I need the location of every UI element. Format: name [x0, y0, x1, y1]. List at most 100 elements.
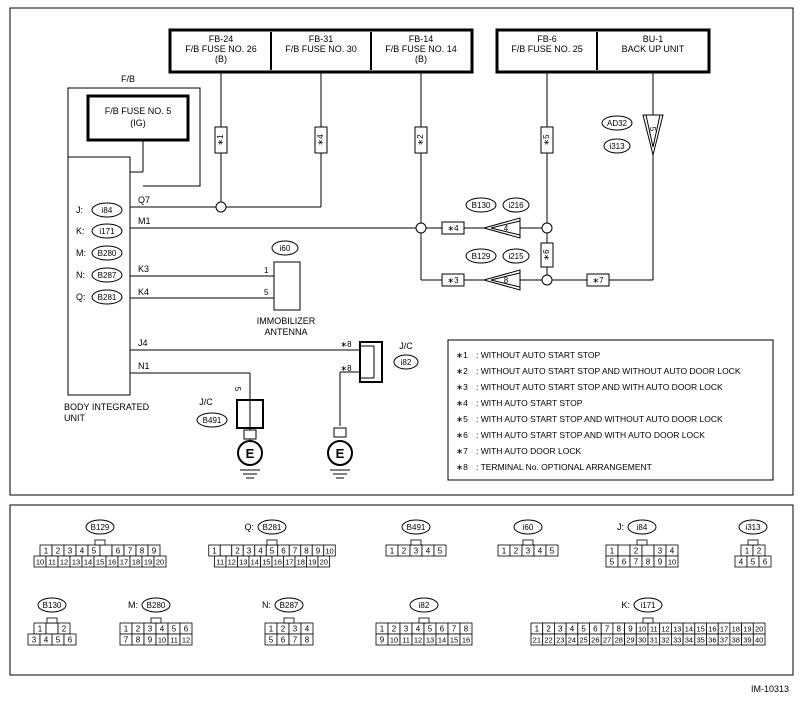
- pinout-letter: K:: [621, 600, 630, 610]
- pinout-callout: [37, 597, 67, 613]
- pin-number: 7: [452, 625, 457, 634]
- pin-number: 29: [626, 636, 634, 645]
- pin-number: 7: [128, 547, 133, 556]
- svg-text:K:: K:: [76, 226, 85, 236]
- pin-number: 3: [658, 547, 663, 556]
- pin-cell: [317, 555, 330, 568]
- pin-cell: [99, 544, 113, 557]
- svg-text:IMMOBILIZER: IMMOBILIZER: [257, 316, 316, 326]
- pin-number: 5: [581, 625, 586, 634]
- pin-number: 8: [304, 547, 309, 556]
- pin-number: 25: [579, 636, 587, 645]
- svg-text:BU-1: BU-1: [643, 34, 664, 44]
- pin-number: 4: [305, 625, 310, 634]
- pin-number: 8: [646, 558, 651, 567]
- pin-number: 39: [743, 636, 751, 645]
- fuse-group-2: [495, 28, 711, 74]
- svg-text:8: 8: [504, 276, 509, 285]
- pin-number: 18: [732, 625, 740, 634]
- pin-number: 3: [68, 547, 73, 556]
- svg-text:i216: i216: [508, 201, 524, 210]
- pin-number: 2: [402, 547, 407, 556]
- pin-number: 19: [144, 558, 152, 567]
- svg-text:FB-14: FB-14: [409, 34, 434, 44]
- svg-text:5: 5: [233, 387, 242, 392]
- pin-cell: [665, 555, 679, 568]
- pin-number: 13: [72, 558, 80, 567]
- pin-number: 1: [502, 547, 507, 556]
- pin-number: 9: [628, 625, 633, 634]
- svg-text:∗6: ∗6: [456, 430, 468, 440]
- svg-text:E: E: [246, 446, 255, 461]
- svg-text:: WITH AUTO START STOP: : WITH AUTO START STOP: [476, 398, 583, 408]
- pin-number: 36: [708, 636, 716, 645]
- pin-number: 10: [158, 636, 166, 645]
- svg-text:B287: B287: [98, 271, 117, 280]
- svg-text:BODY INTEGRATED: BODY INTEGRATED: [64, 402, 150, 412]
- pin-n1: N1: [138, 361, 150, 371]
- joint-ad32-i313: AD32 i313 5: [601, 114, 664, 156]
- lower-frame: [9, 504, 794, 676]
- svg-text:∗4: ∗4: [456, 398, 468, 408]
- svg-text:i171: i171: [99, 227, 115, 236]
- pinout-callout: [627, 519, 657, 535]
- pin-number: 17: [120, 558, 128, 567]
- svg-text:i84: i84: [102, 206, 113, 215]
- pin-number: 3: [247, 547, 252, 556]
- pin-number: 10: [325, 547, 333, 556]
- pin-number: 13: [673, 625, 681, 634]
- pin-number: 16: [708, 625, 716, 634]
- pinout-callout: [738, 519, 768, 535]
- svg-text:∗1: ∗1: [216, 134, 225, 146]
- pin-cell: [545, 544, 559, 557]
- pin-number: 1: [380, 625, 385, 634]
- pin-number: 14: [438, 636, 446, 645]
- pin-number: 9: [316, 547, 321, 556]
- pin-number: 4: [739, 558, 744, 567]
- pin-number: 8: [136, 636, 141, 645]
- pin-number: 15: [696, 625, 704, 634]
- pin-number: 4: [80, 547, 85, 556]
- svg-text:AD32: AD32: [607, 119, 628, 128]
- pin-number: 33: [673, 636, 681, 645]
- star-3-marker: ∗3: [441, 273, 465, 287]
- pin-cell: [179, 633, 193, 646]
- pin-number: 5: [56, 636, 61, 645]
- svg-text:5: 5: [648, 127, 657, 132]
- svg-text:E: E: [336, 446, 345, 461]
- pin-number: 1: [535, 625, 540, 634]
- svg-text:∗3: ∗3: [447, 276, 459, 285]
- pinout-callout: [633, 597, 663, 613]
- pin-number: 5: [610, 558, 615, 567]
- pin-number: 3: [558, 625, 563, 634]
- pin-number: 32: [661, 636, 669, 645]
- svg-text:∗2: ∗2: [416, 134, 425, 146]
- svg-text:F/B FUSE NO. 30: F/B FUSE NO. 30: [285, 44, 357, 54]
- connector-key: [642, 617, 654, 624]
- pin-number: 6: [68, 636, 73, 645]
- pin-number: 4: [44, 636, 49, 645]
- pin-number: 2: [546, 625, 551, 634]
- svg-text:FB-6: FB-6: [537, 34, 557, 44]
- pin-q7: Q7: [138, 195, 150, 205]
- star-2-marker: ∗2: [414, 126, 428, 154]
- pin-number: 6: [763, 558, 768, 567]
- pin-number: 6: [116, 547, 121, 556]
- wire-j4: [130, 349, 360, 426]
- unit-connector-n: N: B287: [76, 267, 123, 283]
- pin-number: 1: [212, 547, 217, 556]
- pin-number: 6: [593, 625, 598, 634]
- upper-frame: [9, 7, 794, 496]
- svg-text:(B): (B): [215, 54, 227, 64]
- pin-number: 13: [426, 636, 434, 645]
- fb-fuse-5: [86, 94, 190, 142]
- pin-number: 5: [92, 547, 97, 556]
- pin-number: 23: [556, 636, 564, 645]
- pin-number: 31: [650, 636, 658, 645]
